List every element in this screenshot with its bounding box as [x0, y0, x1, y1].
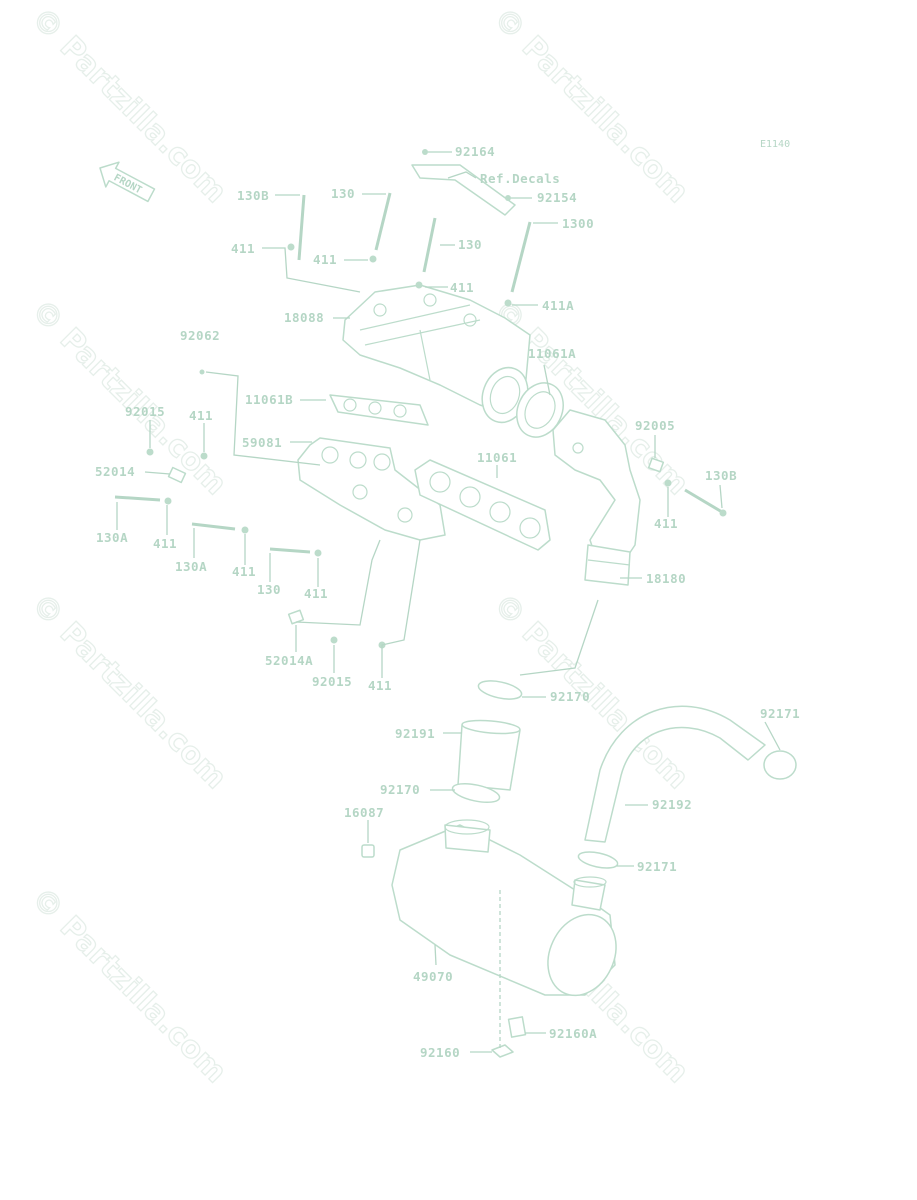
- callout-130-top-b: 130: [458, 237, 482, 252]
- callout-411-b: 411: [313, 252, 337, 267]
- callout-52014a: 52014A: [265, 653, 313, 668]
- callout-411-c: 411: [450, 280, 474, 295]
- callout-92171-a: 92171: [760, 706, 800, 721]
- cover-plate-decal: [411, 149, 516, 216]
- callout-92164: 92164: [455, 144, 495, 159]
- callout-92160: 92160: [420, 1045, 460, 1060]
- clamp-92170-upper: [477, 680, 523, 700]
- callout-ref-decals: Ref.Decals: [480, 171, 560, 186]
- callout-411-right: 411: [654, 516, 678, 531]
- callout-92171-b: 92171: [637, 859, 677, 874]
- callout-411-e: 411: [153, 536, 177, 551]
- callout-130-top-a: 130: [331, 186, 355, 201]
- callout-1300: 1300: [562, 216, 594, 231]
- callout-labels: 92164 Ref.Decals 92154 130B 130 1300 130…: [95, 144, 800, 1060]
- callout-52014: 52014: [95, 464, 135, 479]
- callout-18088: 18088: [284, 310, 324, 325]
- callout-92062: 92062: [180, 328, 220, 343]
- clamp-92170-lower: [451, 782, 501, 804]
- callout-92005: 92005: [635, 418, 675, 433]
- diagram-code: E1140: [760, 139, 790, 150]
- plate-92160a: [507, 1016, 527, 1038]
- callout-16087: 16087: [344, 805, 384, 820]
- callout-11061b: 11061B: [245, 392, 293, 407]
- clamp-92171-lower: [577, 851, 619, 869]
- callout-411-f: 411: [232, 564, 256, 579]
- callout-92170-b: 92170: [380, 782, 420, 797]
- callout-49070: 49070: [413, 969, 453, 984]
- exhaust-manifold: [297, 437, 446, 541]
- callout-130-mid: 130: [257, 582, 281, 597]
- callout-59081: 59081: [242, 435, 282, 450]
- callout-11061: 11061: [477, 450, 517, 465]
- callout-11061a: 11061A: [528, 346, 576, 361]
- watermark-5: © Partzilla.com: [24, 587, 233, 796]
- plate-92160: [491, 1044, 514, 1058]
- gasket-11061: [414, 459, 551, 551]
- cylinder-head-cover: [342, 284, 531, 424]
- front-arrow-icon: FRONT: [99, 161, 156, 203]
- callout-92015-b: 92015: [312, 674, 352, 689]
- clamp-92171-right: [763, 750, 797, 780]
- callout-92191: 92191: [395, 726, 435, 741]
- gasket-11061a: [516, 382, 564, 438]
- callout-92192: 92192: [652, 797, 692, 812]
- callout-411a: 411A: [542, 298, 574, 313]
- callout-18180: 18180: [646, 571, 686, 586]
- callout-130a-b: 130A: [175, 559, 207, 574]
- hose-92191: [457, 719, 521, 791]
- muffler: [391, 819, 617, 997]
- bolts: [114, 192, 727, 649]
- callout-92154: 92154: [537, 190, 577, 205]
- callout-411-h: 411: [368, 678, 392, 693]
- leader-lines: [116, 151, 781, 1053]
- plug-16087: [361, 844, 375, 858]
- hose-92192: [584, 705, 766, 843]
- watermark-7: © Partzilla.com: [24, 881, 233, 1090]
- exhaust-pipe: [552, 409, 641, 586]
- callout-92015-a: 92015: [125, 404, 165, 419]
- callout-411-g: 411: [304, 586, 328, 601]
- callout-92160a: 92160A: [549, 1026, 597, 1041]
- callout-92170-a: 92170: [550, 689, 590, 704]
- gasket-11061b: [329, 394, 429, 426]
- callout-411-a: 411: [231, 241, 255, 256]
- callout-130b-right: 130B: [705, 468, 737, 483]
- callout-130a-a: 130A: [96, 530, 128, 545]
- callout-130b-top: 130B: [237, 188, 269, 203]
- callout-411-d: 411: [189, 408, 213, 423]
